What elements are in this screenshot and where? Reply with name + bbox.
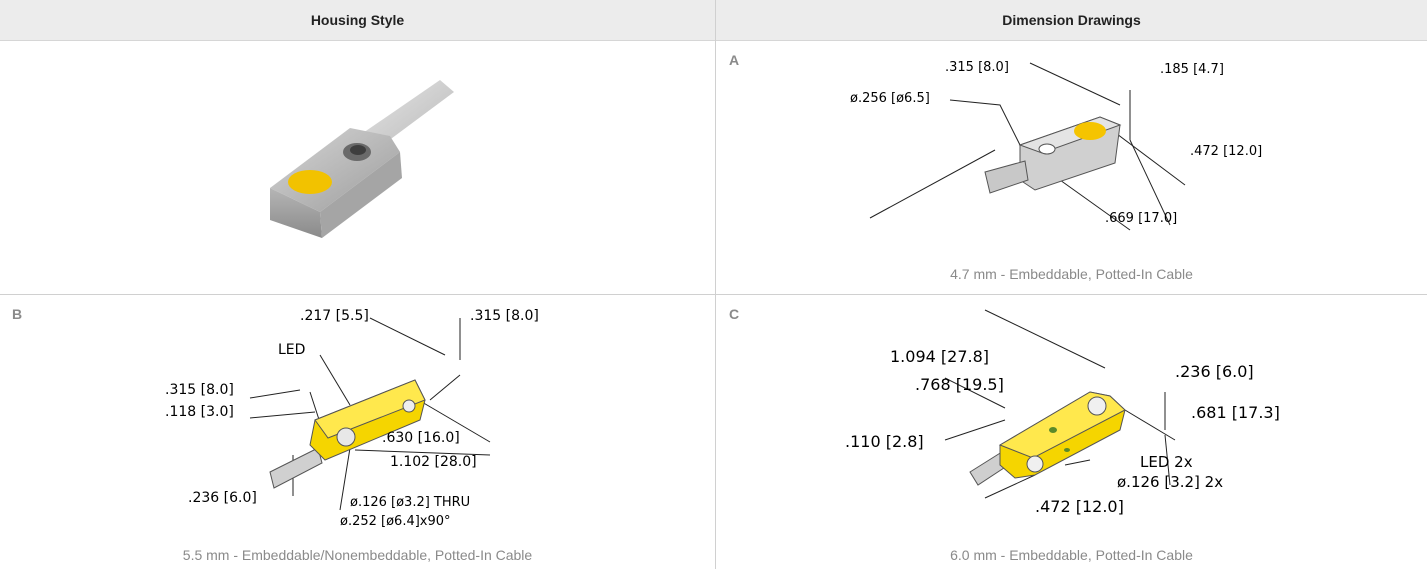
drawing-a-dim-5: .669 [17.0] [1105, 211, 1177, 226]
drawing-a-hole [1038, 143, 1056, 155]
drawing-a-dim-4: .472 [12.0] [1190, 144, 1262, 159]
drawing-b-led-label: LED [278, 342, 305, 358]
drawing-c-dim-6: LED 2x [1140, 453, 1193, 471]
drawing-c-dim-2: .768 [19.5] [915, 375, 1004, 394]
drawing-letter-a: A [729, 52, 740, 68]
drawing-b-dim-1: .217 [5.5] [300, 308, 369, 324]
dimension-drawing-b: .217 [5.5] .315 [8.0] LED .315 [8.0] .11… [165, 308, 539, 529]
drawing-b-screw [402, 399, 416, 413]
drawing-a-led [1074, 122, 1106, 140]
drawing-b-dim-2: .315 [8.0] [470, 308, 539, 324]
dimension-drawing-c: 1.094 [27.8] .768 [19.5] .236 [6.0] .681… [845, 309, 1280, 516]
drawing-c-dim-8: .472 [12.0] [1035, 497, 1124, 516]
drawing-b-top [314, 379, 426, 439]
cable-shape [360, 80, 454, 150]
drawing-letter-b: B [12, 306, 23, 322]
drawing-a-dim-2: .185 [4.7] [1160, 62, 1224, 77]
caption-b: 5.5 mm - Embeddable/Nonembeddable, Potte… [182, 547, 533, 563]
drawing-b-dim-6: 1.102 [28.0] [390, 454, 477, 470]
drawing-c-dim-7: ø.126 [3.2] 2x [1117, 473, 1223, 491]
drawing-b-dim-5: .630 [16.0] [382, 430, 460, 446]
drawing-c-dim-4: .681 [17.3] [1191, 403, 1280, 422]
header-dimension-drawings: Dimension Drawings [1002, 12, 1141, 28]
drawing-b-dim-9: ø.252 [ø6.4]x90° [340, 514, 451, 529]
drawing-b-dim-7: .236 [6.0] [188, 490, 257, 506]
drawing-b-thru-hole [336, 427, 356, 447]
drawing-c-led-1 [1049, 427, 1057, 433]
housing-side [320, 152, 402, 238]
drawing-c-dim-5: .110 [2.8] [845, 432, 924, 451]
drawing-a-cable [984, 160, 1029, 194]
caption-c: 6.0 mm - Embeddable, Potted-In Cable [950, 547, 1193, 563]
caption-a: 4.7 mm - Embeddable, Potted-In Cable [950, 266, 1193, 282]
drawing-a-dim-3: ø.256 [ø6.5] [850, 91, 930, 106]
table-header: Housing Style Dimension Drawings [0, 0, 1427, 41]
drawing-c-dim-1: 1.094 [27.8] [890, 347, 989, 366]
drawing-a-dim-1: .315 [8.0] [945, 60, 1009, 75]
drawing-b-cable [269, 447, 323, 489]
drawing-c-hole-1 [1087, 396, 1107, 416]
drawing-c-led-2 [1064, 448, 1070, 452]
housing-photo [270, 80, 454, 238]
header-housing-style: Housing Style [310, 12, 405, 28]
mounting-hole-inner [350, 145, 366, 155]
drawing-c-dim-3: .236 [6.0] [1175, 362, 1254, 381]
row-divider [0, 294, 1427, 295]
drawing-b-dim-3: .315 [8.0] [165, 382, 234, 398]
drawing-b-dim-4: .118 [3.0] [165, 404, 234, 420]
drawing-b-dim-8: ø.126 [ø3.2] THRU [350, 495, 470, 510]
drawing-letter-c: C [729, 306, 740, 322]
housing-front [270, 188, 322, 238]
led-window [288, 170, 332, 194]
drawing-c-hole-2 [1026, 455, 1044, 473]
column-divider [715, 0, 716, 569]
dimension-drawing-a: .315 [8.0] .185 [4.7] ø.256 [ø6.5] .472 … [850, 60, 1262, 231]
